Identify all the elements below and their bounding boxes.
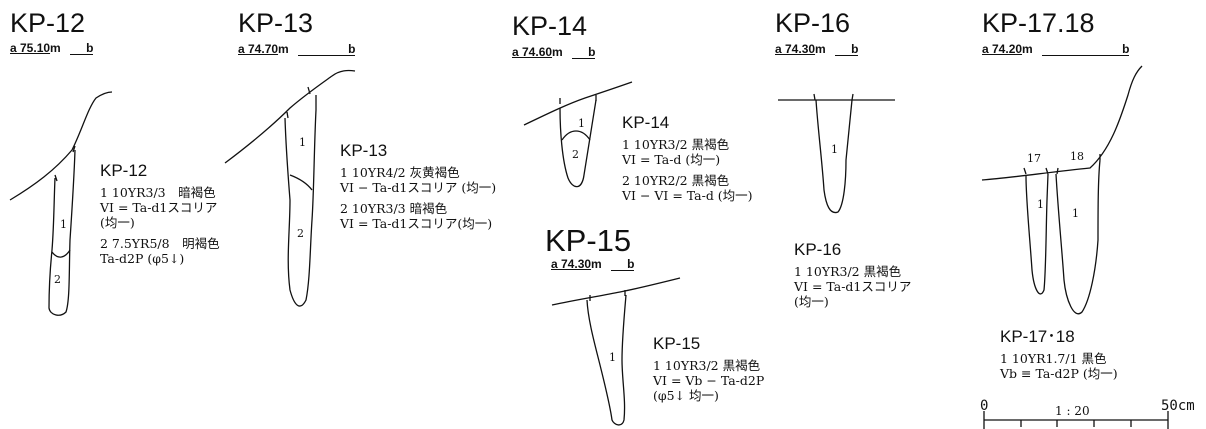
kp1718-section-label: KP-17･18 (1000, 327, 1075, 346)
kp15-marker (589, 290, 626, 301)
kp12-layer-boundary (51, 249, 71, 258)
kp15-pit-outline (586, 294, 627, 426)
scale-start: 0 (980, 398, 989, 414)
kp13-ground-line (224, 69, 356, 164)
kp17-pit-outline (1025, 173, 1049, 295)
kp1718-description: KP-17･18 1 10YR1.7/1 黒色 Vb ≡ Ta-d2P (均一) (1000, 327, 1118, 381)
kp12-section-label: KP-12 (100, 161, 148, 180)
scale-bar (983, 411, 1169, 429)
kp14-description: KP-14 1 10YR3/2 黒褐色 VI = Ta-d (均一) 2 10Y… (622, 113, 753, 203)
kp12-elevation: a 75.10m b (10, 41, 94, 55)
kp13-marker (286, 86, 311, 119)
kp16-layer-1-label: 1 (831, 143, 838, 156)
kp15-layer-1-label: 1 (609, 351, 616, 364)
kp15-description: KP-15 1 10YR3/2 黒褐色 VI = Vb − Ta-d2P (φ5… (653, 334, 765, 403)
kp16-marker (813, 93, 854, 101)
kp12-title: KP-12 (10, 8, 86, 38)
kp16-description: KP-16 1 10YR3/2 黒褐色 VI = Ta-d1スコリア (均一) (794, 240, 912, 309)
kp12-layer-1-label: 1 (60, 218, 67, 231)
kp12-layer-2-label: 2 (54, 273, 61, 286)
kp13-layer-2-label: 2 (297, 227, 304, 240)
kp14-marker (559, 95, 597, 104)
kp12-description: KP-12 1 10YR3/3 暗褐色 VI = Ta-d1スコリア (均一) … (100, 161, 220, 266)
kp13-title: KP-13 (238, 8, 314, 38)
kp14-section-label: KP-14 (622, 113, 670, 132)
kp15-section-label: KP-15 (653, 334, 701, 353)
kp17-layer-1-label: 1 (1037, 198, 1044, 211)
kp14-layer-boundary (561, 130, 591, 141)
kp13-description: KP-13 1 10YR4/2 灰黄褐色 VI − Ta-d1スコリア (均一)… (340, 141, 497, 231)
kp13-elevation: a 74.70m b (238, 42, 356, 56)
kp13-layer-boundary (289, 174, 313, 191)
kp13-section-label: KP-13 (340, 141, 388, 160)
kp14-ground-line (523, 81, 633, 126)
kp14-pit-outline (559, 99, 597, 188)
kp15-ground-line (551, 277, 681, 306)
kp16-title: KP-16 (775, 8, 851, 38)
kp1718-elevation: a 74.20m b (982, 42, 1130, 56)
kp14-title: KP-14 (512, 11, 588, 41)
kp1718-ground-line (981, 65, 1143, 181)
kp14-elevation: a 74.60m b (512, 45, 596, 59)
kp1718-marker (1023, 154, 1101, 175)
scale-end: 50cm (1161, 398, 1195, 414)
kp17-pit-number: 17 (1027, 152, 1041, 165)
kp13-pit-outline (284, 95, 317, 307)
kp14-layer-1-label: 1 (578, 117, 585, 130)
kp1718-title: KP-17.18 (982, 8, 1095, 38)
kp18-pit-number: 18 (1070, 150, 1084, 163)
kp18-pit-outline (1055, 159, 1101, 315)
kp15-title: KP-15 (545, 223, 632, 258)
kp16-section-label: KP-16 (794, 240, 842, 259)
kp12-marker (54, 145, 76, 182)
kp16-elevation: a 74.30m b (775, 42, 859, 56)
kp12-ground-line (9, 91, 113, 201)
kp18-layer-1-label: 1 (1072, 207, 1079, 220)
kp14-layer-2-label: 2 (572, 148, 579, 161)
kp16-pit-outline (815, 99, 853, 214)
kp15-elevation: a 74.30m b (551, 257, 635, 271)
kp12-pit-outline (48, 149, 76, 316)
kp13-layer-1-label: 1 (299, 136, 306, 149)
scale-ratio: 1 : 20 (1055, 404, 1090, 418)
